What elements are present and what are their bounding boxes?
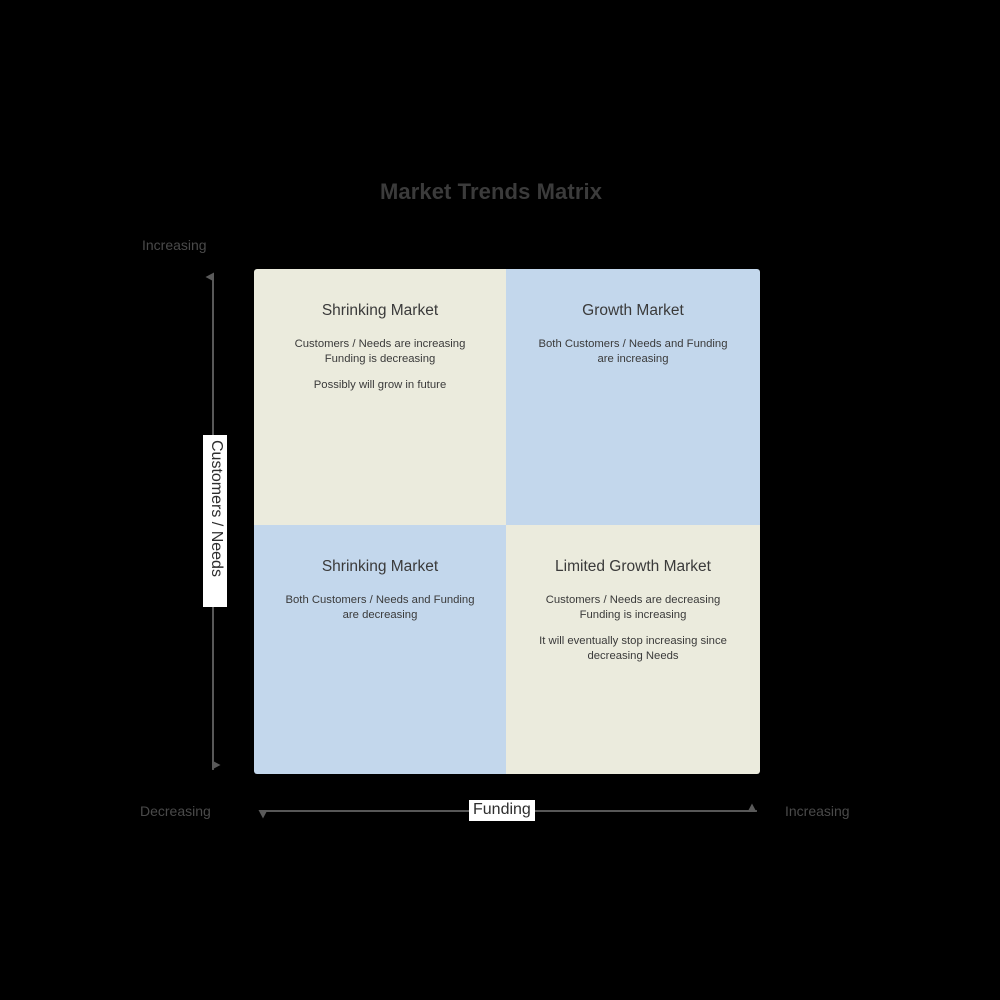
y-axis-high-label: Increasing	[142, 237, 207, 253]
market-trends-matrix: Shrinking Market Customers / Needs are i…	[254, 269, 760, 774]
quadrant-heading: Growth Market	[582, 302, 684, 319]
quadrant-body: Customers / Needs are increasing Funding…	[294, 337, 466, 365]
quadrant-note: Possibly will grow in future	[313, 379, 447, 392]
quadrant-heading: Limited Growth Market	[555, 558, 711, 575]
quadrant-body: Both Customers / Needs and Funding are d…	[285, 593, 475, 621]
quadrant-heading: Shrinking Market	[321, 558, 439, 575]
quadrant-top-right[interactable]: Growth Market Both Customers / Needs and…	[506, 269, 760, 525]
quadrant-body: Customers / Needs are decreasing Funding…	[545, 593, 721, 621]
quadrant-bottom-right[interactable]: Limited Growth Market Customers / Needs …	[506, 525, 760, 774]
quadrant-note: It will eventually stop increasing since…	[539, 635, 727, 663]
x-axis-high-label: Increasing	[785, 803, 850, 819]
quadrant-note	[506, 366, 760, 378]
x-axis-title: Funding	[469, 800, 535, 821]
quadrant-top-left[interactable]: Shrinking Market Customers / Needs are i…	[254, 269, 506, 525]
y-axis-low-label: Decreasing	[140, 803, 211, 819]
quadrant-heading: Shrinking Market	[321, 302, 439, 319]
y-axis-title-text: Customers / Needs	[208, 440, 225, 577]
quadrant-body: Both Customers / Needs and Funding are i…	[538, 337, 728, 365]
y-axis-title: Customers / Needs	[203, 435, 227, 607]
quadrant-bottom-left[interactable]: Shrinking Market Both Customers / Needs …	[254, 525, 506, 774]
quadrant-note	[254, 622, 506, 634]
page-title: Market Trends Matrix	[379, 179, 603, 204]
